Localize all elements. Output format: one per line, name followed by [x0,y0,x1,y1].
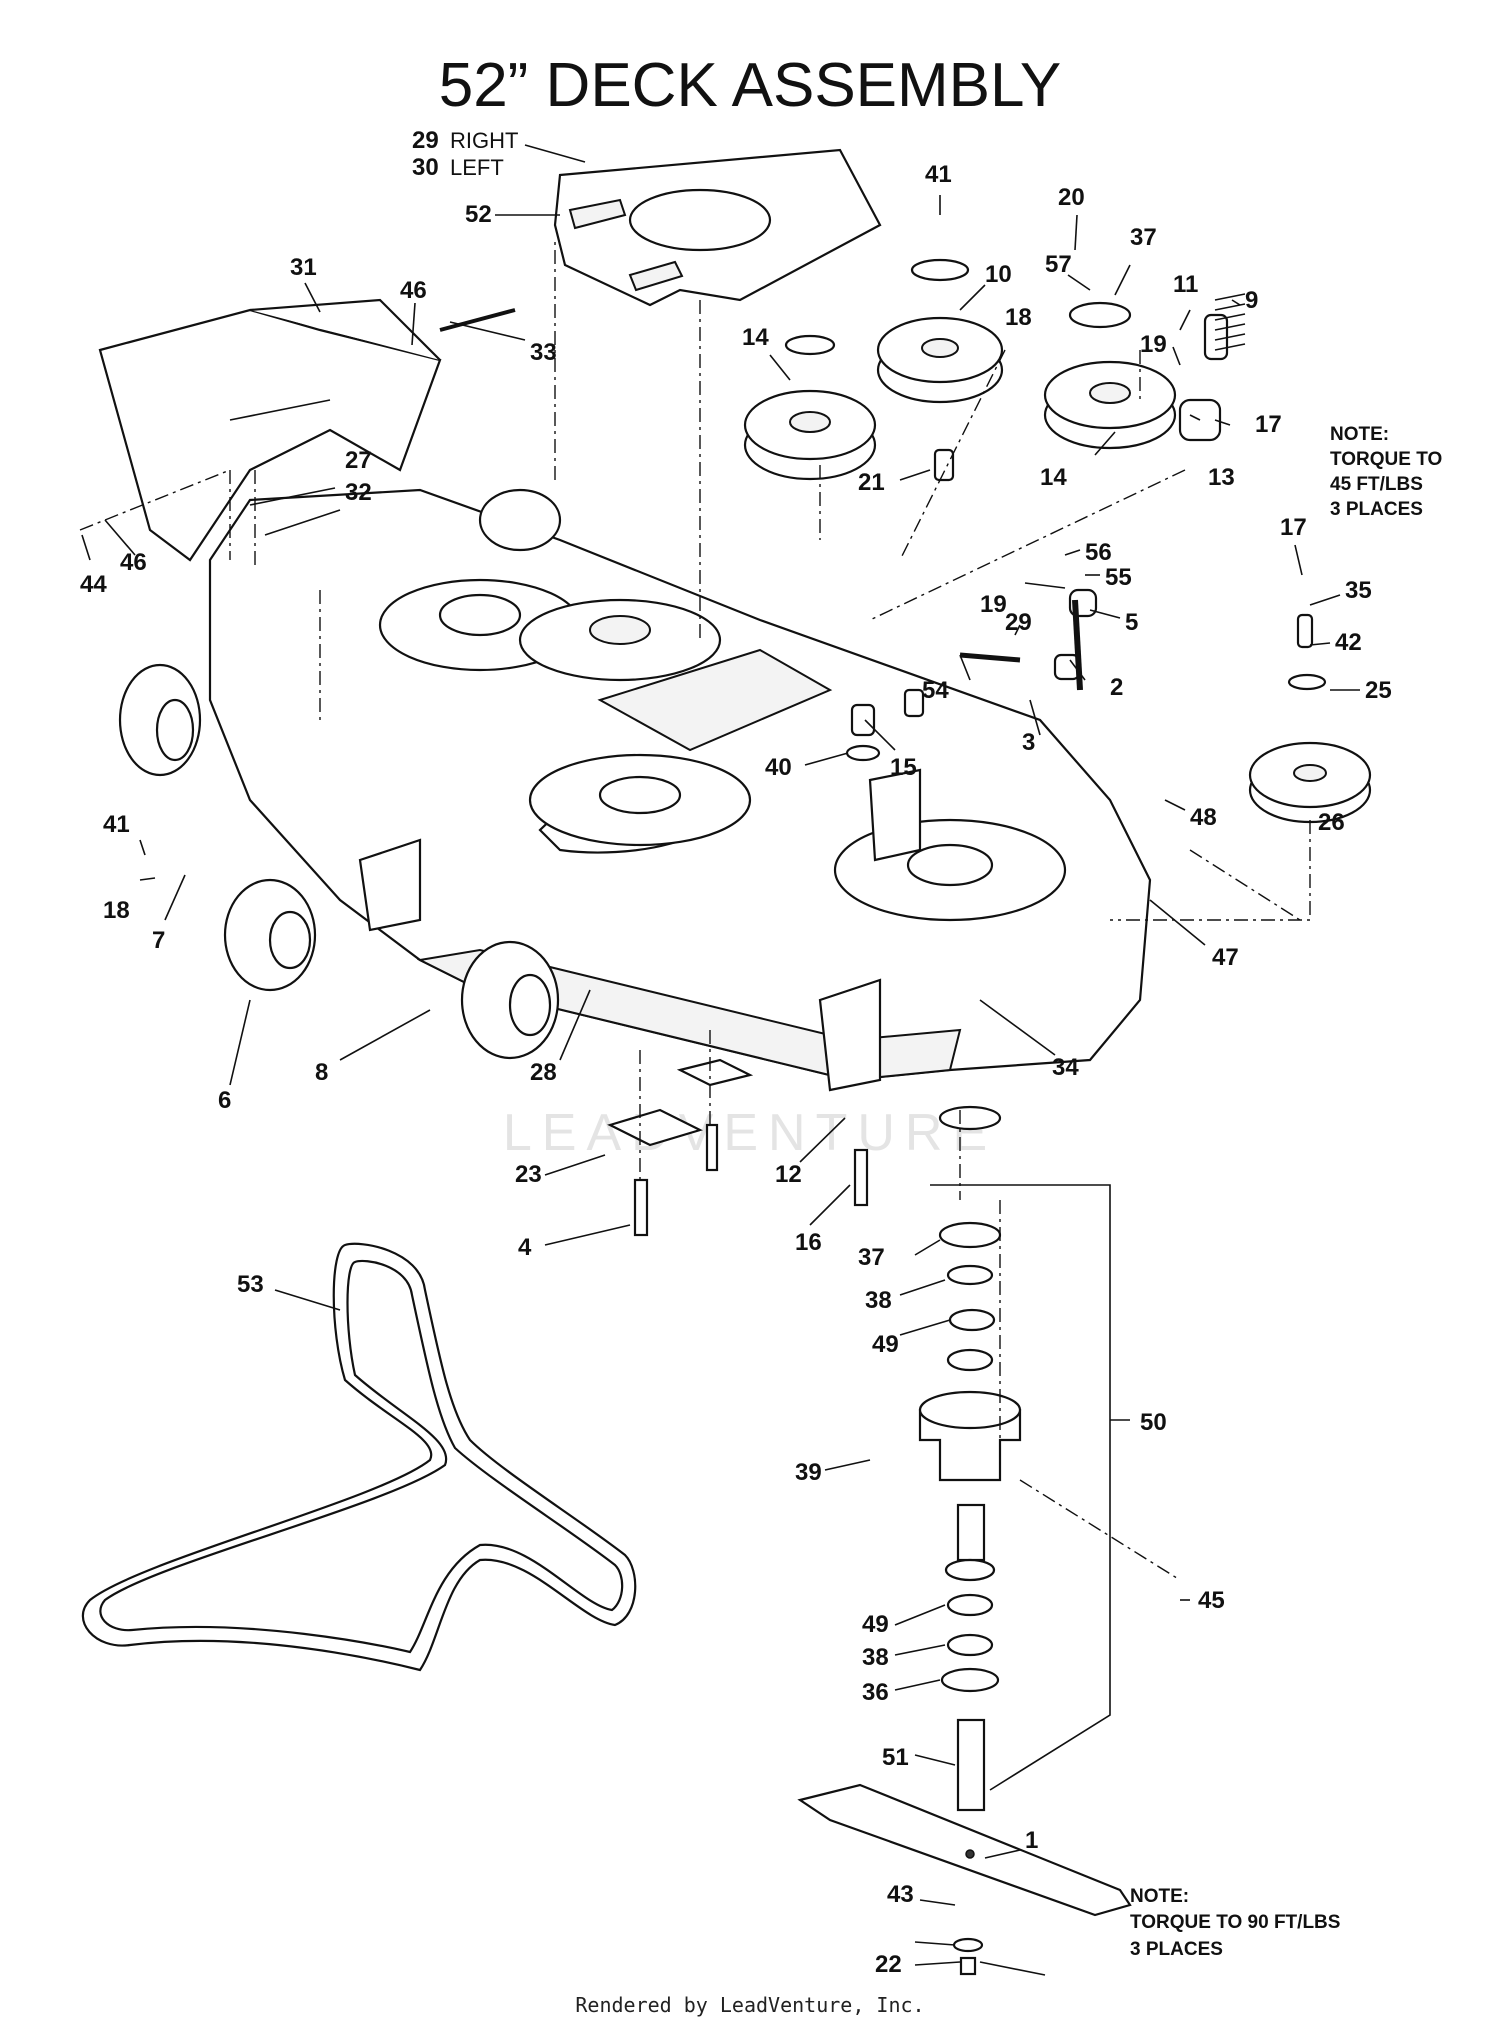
callout: 4 [518,1234,532,1261]
callout: 34 [1052,1054,1079,1081]
mower-blade [797,1783,1132,1917]
note-torque-45: NOTE: TORQUE TO 45 FT/LBS 3 PLACES [1330,424,1442,520]
callout: 48 [1190,804,1217,831]
callout: 18 [103,897,130,924]
watermark: LEADVENTURE [503,1104,997,1162]
callout-labels: 29 RIGHT 30 LEFT 52 31 46 33 27 32 44 46… [80,127,1392,1978]
callout: 14 [1040,464,1067,491]
note-line: NOTE: [1130,1886,1189,1907]
callout: 43 [887,1881,914,1908]
callout: 15 [890,754,917,781]
callout: 31 [290,254,317,281]
diagram-title: 52” DECK ASSEMBLY [439,51,1062,120]
callout: 47 [1212,944,1239,971]
callout: 17 [1280,514,1307,541]
callout: 28 [530,1059,557,1086]
callout: 27 [345,447,372,474]
note-line: 3 PLACES [1130,1939,1223,1960]
callout: 46 [400,277,427,304]
callout: 14 [742,324,769,351]
callout: 5 [1125,609,1138,636]
note-line: TORQUE TO 90 FT/LBS [1130,1912,1340,1933]
note-line: 3 PLACES [1330,499,1423,520]
callout: 53 [237,1271,264,1298]
callout: 45 [1198,1587,1225,1614]
callout: 17 [1255,411,1282,438]
callout: 1 [1025,1827,1038,1854]
callout: 3 [1022,729,1035,756]
callout: 40 [765,754,792,781]
callout: 57 [1045,251,1072,278]
callout: 54 [922,677,949,704]
callout: 38 [865,1287,892,1314]
idler-pulley-14 [743,389,877,481]
callout: 51 [882,1744,909,1771]
callout: 21 [858,469,885,496]
callout: 33 [530,339,557,366]
illustration [79,148,1372,1976]
note-torque-90: NOTE: TORQUE TO 90 FT/LBS 3 PLACES [1130,1886,1340,1960]
callout: 52 [465,201,492,228]
callout: 7 [152,927,165,954]
wheel-rear-right [478,488,562,552]
callout: 20 [1058,184,1085,211]
note-line: 45 FT/LBS [1330,474,1423,495]
callout: 36 [862,1679,889,1706]
callout: 38 [862,1644,889,1671]
drive-belt [81,1242,637,1672]
callout: 25 [1365,677,1392,704]
callout: 22 [875,1951,902,1978]
callout: 13 [1208,464,1235,491]
idler-pulley-18 [876,316,1004,404]
callout: 41 [103,811,130,838]
callout: 12 [775,1161,802,1188]
callout: 8 [315,1059,328,1086]
leader-lines [81,144,1360,1976]
callout: 29 [1005,609,1032,636]
footer-credit: Rendered by LeadVenture, Inc. [575,1993,924,2017]
note-line: TORQUE TO [1330,449,1442,470]
callout-side-right: RIGHT [450,128,518,153]
callout: 50 [1140,1409,1167,1436]
callout: 44 [80,571,107,598]
callout: 41 [925,161,952,188]
callout: 55 [1105,564,1132,591]
callout: 42 [1335,629,1362,656]
discharge-chute [98,308,442,562]
callout: 23 [515,1161,542,1188]
callout: 32 [345,479,372,506]
callout: 11 [1173,271,1198,298]
callout: 19 [1140,331,1167,358]
callout: 9 [1245,287,1258,314]
spindle-pulley-26 [1248,741,1372,824]
callout: 49 [862,1611,889,1638]
callout: 10 [985,261,1012,288]
callout: 35 [1345,577,1372,604]
callout: 2 [1110,674,1123,701]
spindle-assembly [918,1221,1022,1812]
callout: 37 [858,1244,885,1271]
callout: 37 [1130,224,1157,251]
callout: 39 [795,1459,822,1486]
callout-side-left: LEFT [450,155,504,180]
callout: 30 [412,154,439,181]
idler-spring [1214,293,1246,351]
idler-pulley-right-14 [1043,360,1177,450]
callout: 6 [218,1087,231,1114]
callout: 26 [1318,809,1345,836]
callout: 29 [412,127,439,154]
note-line: NOTE: [1330,424,1389,445]
callout: 19 [980,591,1007,618]
callout: 18 [1005,304,1032,331]
callout: 46 [120,549,147,576]
callout: 16 [795,1229,822,1256]
callout: 56 [1085,539,1112,566]
callout: 49 [872,1331,899,1358]
